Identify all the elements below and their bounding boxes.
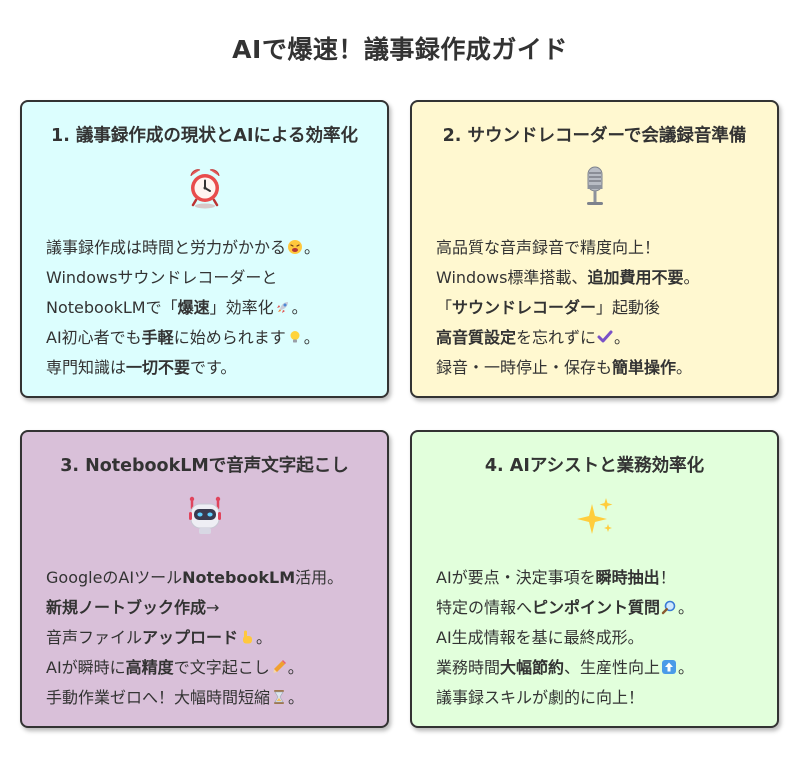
emphasis: NotebookLM [182, 568, 296, 587]
up-arrow-icon [662, 660, 677, 674]
card-ai-assist: 4. AIアシストと業務効率化 AIが要点・決定事項を瞬時抽出！ 特定の情報へピ… [410, 430, 779, 728]
line-text: → [206, 598, 220, 617]
list-item: 特定の情報へピンポイント質問。 [436, 593, 767, 623]
sparkles-icon [575, 494, 615, 540]
emphasis: ピンポイント質問 [532, 598, 661, 617]
emphasis: 新規ノートブック作成 [46, 598, 207, 617]
pointing-hand-icon [243, 630, 253, 644]
list-item: 業務時間大幅節約、生産性向上。 [436, 653, 767, 683]
line-text: AI初心者でも [46, 328, 142, 347]
weary-face-icon [288, 240, 303, 254]
emphasis: 手軽 [141, 328, 174, 347]
check-icon [597, 330, 613, 343]
line-text: で文字起こし [173, 658, 270, 677]
line-text: 「 [436, 298, 453, 317]
line-text: 。 [676, 358, 693, 377]
emphasis: 瞬時抽出 [595, 568, 660, 587]
card-title: 1. 議事録作成の現状とAIによる効率化 [51, 126, 358, 146]
line-text: 手動作業ゼロへ！大幅時間短縮 [46, 688, 271, 707]
emphasis: サウンドレコーダー [452, 298, 597, 317]
list-item: AI生成情報を基に最終成形。 [436, 623, 767, 653]
line-text: ！ [659, 568, 676, 587]
emphasis: 大幅節約 [500, 658, 565, 677]
light-bulb-icon [290, 331, 300, 343]
list-item: Windowsサウンドレコーダーと [46, 263, 377, 293]
list-item: 専門知識は一切不要です。 [46, 353, 377, 383]
line-text: を忘れずに [516, 328, 597, 347]
line-text: 。 [683, 268, 700, 287]
list-item: AI初心者でも手軽に始められます。 [46, 323, 377, 353]
line-text: AIが要点・決定事項を [436, 568, 596, 587]
line-text: 、生産性向上 [564, 658, 661, 677]
alarm-clock-icon [185, 164, 225, 210]
card-current-state: 1. 議事録作成の現状とAIによる効率化 議事録作成は時間と労力がかかる。 Wi… [20, 100, 389, 398]
list-item: 「サウンドレコーダー」起動後 [436, 293, 767, 323]
list-item: 議事録スキルが劇的に向上！ [436, 683, 767, 713]
line-text: 音声ファイル [46, 628, 143, 647]
line-text: 特定の情報へ [436, 598, 533, 617]
line-text: 。 [287, 658, 304, 677]
line-text: 。 [303, 328, 320, 347]
card-title: 3. NotebookLMで音声文字起こし [60, 456, 349, 476]
line-text: 。 [256, 628, 273, 647]
emphasis: 高精度 [125, 658, 174, 677]
line-text: 。 [678, 658, 695, 677]
line-text: 活用。 [295, 568, 344, 587]
line-text: 。 [291, 298, 308, 317]
line-text: 議事録スキルが劇的に向上！ [436, 688, 645, 707]
line-text: 議事録作成は時間と労力がかかる [46, 238, 287, 257]
line-text: 」効率化 [209, 298, 274, 317]
list-item: 録音・一時停止・保存も簡単操作。 [436, 353, 767, 383]
pencil-icon [273, 660, 286, 673]
line-text: GoogleのAIツール [46, 568, 183, 587]
card-recording-prep: 2. サウンドレコーダーで会議録音準備 高品質な音声録音で精度向上！ Windo… [410, 100, 779, 398]
line-text: 録音・一時停止・保存も [436, 358, 613, 377]
card-title: 2. サウンドレコーダーで会議録音準備 [442, 126, 747, 146]
list-item: 音声ファイルアップロード。 [46, 623, 377, 653]
line-text: AIが瞬時に [46, 658, 126, 677]
list-item: 高音質設定を忘れずに。 [436, 323, 767, 353]
emphasis: 爆速 [177, 298, 210, 317]
microphone-icon [575, 164, 615, 210]
hourglass-icon [274, 690, 285, 704]
line-text: です。 [190, 358, 237, 377]
line-text: に始められます [173, 328, 286, 347]
magnifier-icon [661, 600, 676, 615]
line-text: 。 [304, 238, 321, 257]
list-item: AIが瞬時に高精度で文字起こし。 [46, 653, 377, 683]
line-text: NotebookLMで「 [46, 298, 178, 317]
list-item: NotebookLMで「爆速」効率化。 [46, 293, 377, 323]
line-text: 高品質な音声録音で精度向上！ [436, 238, 661, 257]
emphasis: アップロード [142, 628, 239, 647]
emphasis: 高音質設定 [436, 328, 517, 347]
list-item: Windows標準搭載、追加費用不要。 [436, 263, 767, 293]
line-text: 。 [288, 688, 305, 707]
line-text: 専門知識は [46, 358, 127, 377]
list-item: 議事録作成は時間と労力がかかる。 [46, 233, 377, 263]
rocket-icon [276, 302, 288, 313]
list-item: GoogleのAIツールNotebookLM活用。 [46, 563, 377, 593]
robot-icon [185, 494, 225, 540]
line-text: AI生成情報を基に最終成形。 [436, 628, 644, 647]
line-text: Windowsサウンドレコーダーと [46, 268, 278, 287]
line-text: 業務時間 [436, 658, 501, 677]
page-title: AIで爆速！議事録作成ガイド [232, 35, 568, 64]
list-item: 高品質な音声録音で精度向上！ [436, 233, 767, 263]
emphasis: 追加費用不要 [587, 268, 684, 287]
list-item: AIが要点・決定事項を瞬時抽出！ [436, 563, 767, 593]
line-text: 」起動後 [596, 298, 661, 317]
emphasis: 簡単操作 [612, 358, 677, 377]
line-text: Windows標準搭載、 [436, 268, 588, 287]
card-title: 4. AIアシストと業務効率化 [484, 456, 705, 476]
line-text: 。 [678, 598, 695, 617]
line-text: 。 [614, 328, 631, 347]
emphasis: 一切不要 [126, 358, 191, 377]
card-transcription: 3. NotebookLMで音声文字起こし GoogleのAIツールNotebo… [20, 430, 389, 728]
list-item: 新規ノートブック作成→ [46, 593, 377, 623]
list-item: 手動作業ゼロへ！大幅時間短縮。 [46, 683, 377, 713]
